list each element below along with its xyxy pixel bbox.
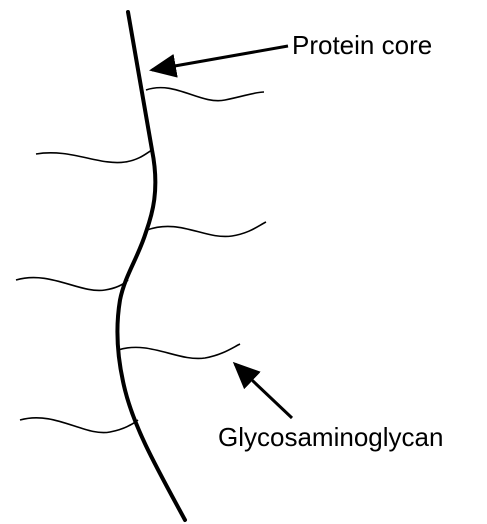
gag-chain-5	[118, 344, 240, 358]
protein-core-label: Protein core	[292, 32, 432, 58]
protein-core-arrow	[152, 46, 288, 70]
gag-chain-2	[36, 150, 152, 163]
gag-chain-1	[146, 88, 264, 101]
gag-chain-4	[16, 278, 128, 291]
glycosaminoglycan-arrow	[235, 364, 292, 418]
gag-chain-6	[20, 418, 138, 433]
gag-chain-3	[147, 222, 266, 236]
glycosaminoglycan-label: Glycosaminoglycan	[218, 424, 443, 450]
